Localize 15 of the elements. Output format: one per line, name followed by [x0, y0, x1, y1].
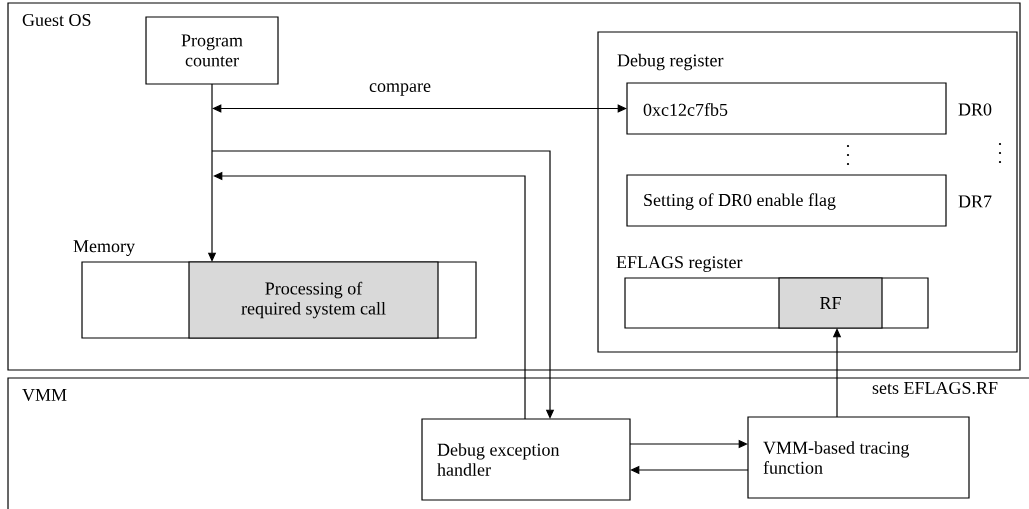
node-label: Memory: [73, 240, 135, 256]
edge-label: sets EFLAGS.RF: [870, 380, 1000, 396]
handler-box: Debug exception handler: [421, 418, 631, 501]
flag-cell: RF: [778, 277, 883, 329]
memory-segment: Processing of required system call: [188, 261, 439, 339]
arrow: [212, 104, 627, 113]
node-label: DR7: [958, 195, 992, 208]
edge-label: compare: [367, 82, 433, 97]
node-label: DR0: [958, 103, 992, 116]
arrow: [211, 150, 555, 419]
tracing-function-box: VMM-based tracing function: [747, 416, 970, 499]
program-counter-box: Program counter: [145, 16, 279, 85]
node-label: EFLAGS register: [616, 256, 743, 272]
register-bar: 0xc12c7fb5 DR0: [626, 82, 992, 135]
register-bar: Setting of DR0 enable flag DR7: [626, 174, 992, 227]
